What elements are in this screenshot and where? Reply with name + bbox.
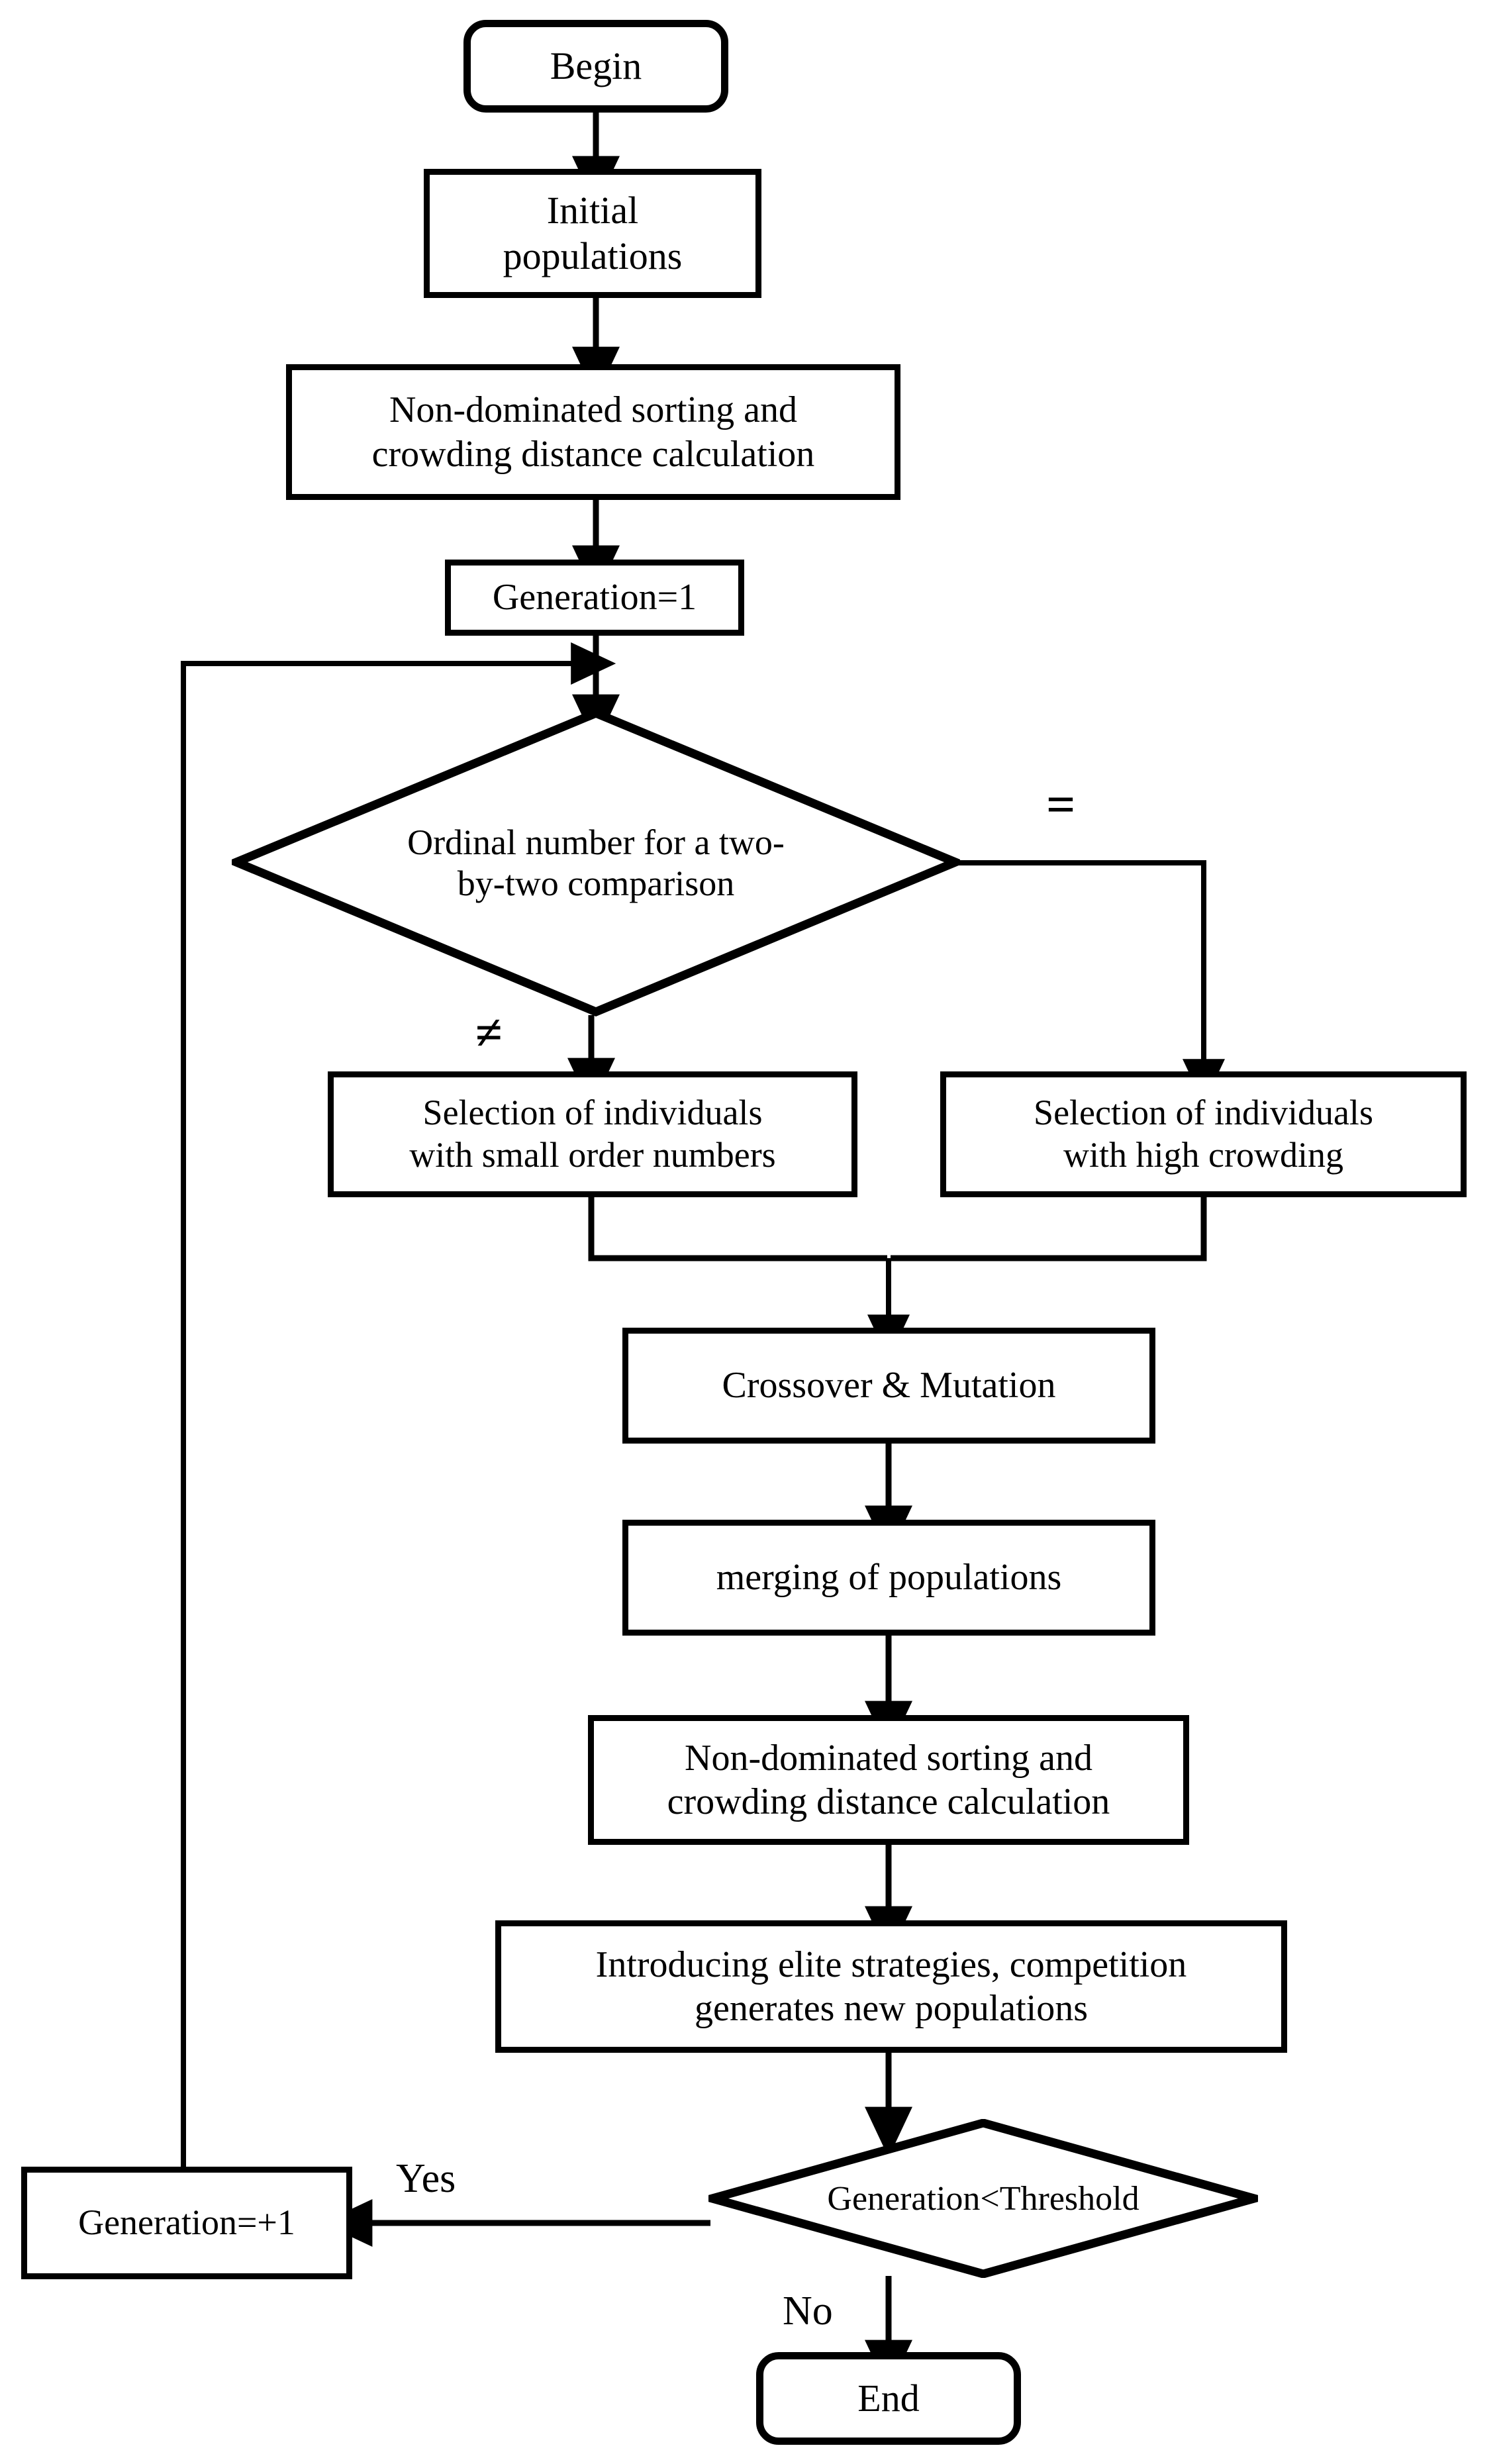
node-nds-crowding-2-label: Non-dominated sorting and crowding dista…	[667, 1737, 1110, 1822]
node-ordinal-decision-label: Ordinal number for a two- by-two compari…	[407, 822, 785, 903]
node-initial-populations[interactable]: Initial populations	[424, 169, 761, 298]
node-end-label: End	[857, 2376, 920, 2420]
edge-label-yes: Yes	[396, 2155, 456, 2202]
no-text: No	[783, 2289, 833, 2334]
yes-text: Yes	[396, 2156, 456, 2201]
node-select-small-order-label: Selection of individuals with small orde…	[409, 1093, 776, 1175]
node-generation-increment-label: Generation=+1	[78, 2202, 295, 2243]
node-threshold-decision-label: Generation<Threshold	[827, 2179, 1139, 2218]
node-generation-init-label: Generation=1	[492, 577, 697, 618]
node-generation-init[interactable]: Generation=1	[445, 560, 744, 636]
node-merging-populations[interactable]: merging of populations	[622, 1520, 1155, 1636]
node-merging-populations-label: merging of populations	[716, 1557, 1062, 1599]
edge-label-no: No	[783, 2288, 833, 2335]
node-begin[interactable]: Begin	[463, 20, 728, 113]
node-select-high-crowding[interactable]: Selection of individuals with high crowd…	[940, 1071, 1467, 1197]
equal-glyph: =	[1046, 775, 1076, 833]
node-nds-crowding-2[interactable]: Non-dominated sorting and crowding dista…	[588, 1715, 1189, 1845]
node-select-high-crowding-label: Selection of individuals with high crowd…	[1034, 1093, 1373, 1175]
node-crossover-mutation-label: Crossover & Mutation	[722, 1365, 1056, 1406]
node-crossover-mutation[interactable]: Crossover & Mutation	[622, 1328, 1155, 1444]
edge-label-not-equal: ≠	[475, 1005, 503, 1061]
node-select-small-order[interactable]: Selection of individuals with small orde…	[328, 1071, 857, 1197]
node-threshold-decision[interactable]: Generation<Threshold	[708, 2119, 1258, 2278]
node-ordinal-decision[interactable]: Ordinal number for a two- by-two compari…	[232, 709, 960, 1016]
node-elite-strategies[interactable]: Introducing elite strategies, competitio…	[495, 1920, 1287, 2053]
node-begin-label: Begin	[550, 44, 642, 87]
node-initial-populations-label: Initial populations	[503, 189, 683, 277]
edge-label-equal: =	[1046, 775, 1075, 834]
threshold-decision-shape	[708, 2119, 1258, 2278]
node-end[interactable]: End	[756, 2352, 1021, 2445]
node-elite-strategies-label: Introducing elite strategies, competitio…	[595, 1944, 1187, 2029]
node-generation-increment[interactable]: Generation=+1	[21, 2167, 352, 2279]
not-equal-glyph: ≠	[475, 1006, 503, 1060]
node-nds-crowding-1-label: Non-dominated sorting and crowding dista…	[371, 389, 815, 475]
node-nds-crowding-1[interactable]: Non-dominated sorting and crowding dista…	[286, 364, 900, 500]
